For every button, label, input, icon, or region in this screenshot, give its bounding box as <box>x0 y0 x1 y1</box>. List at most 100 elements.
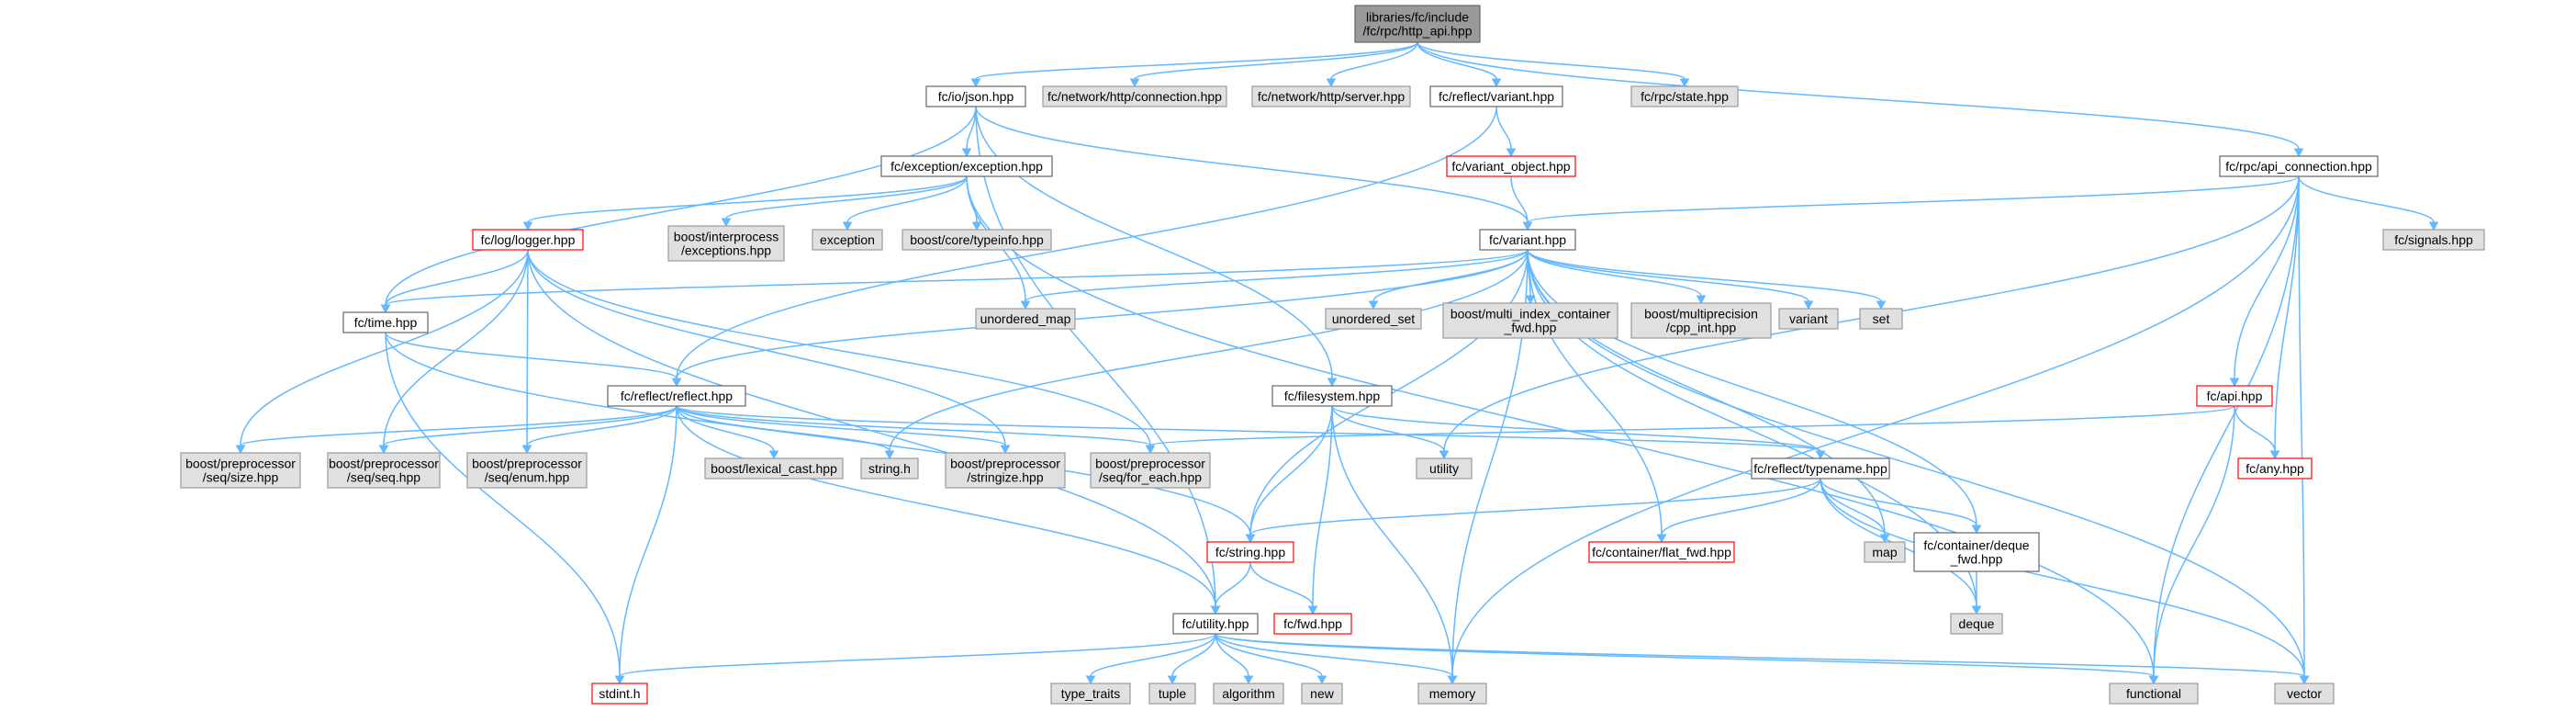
node-box[interactable] <box>2196 385 2273 407</box>
node-type-traits: type_traits <box>1050 683 1131 705</box>
node-label: boost/preprocessor <box>185 457 296 471</box>
edge-time-to-stdint <box>385 332 625 685</box>
node-fc-io-json[interactable]: fc/io/json.hpp <box>925 85 1026 107</box>
node-for-each: boost/preprocessor/seq/for_each.hpp <box>1090 452 1211 489</box>
node-time[interactable]: fc/time.hpp <box>342 311 429 333</box>
node-filesystem[interactable]: fc/filesystem.hpp <box>1271 385 1393 407</box>
edges-layer <box>235 41 2439 685</box>
node-api[interactable]: fc/api.hpp <box>2196 385 2273 407</box>
edge-reflect-to-lexical_cast <box>676 405 779 460</box>
node-reflect[interactable]: fc/reflect/reflect.hpp <box>607 385 746 407</box>
node-logger[interactable]: fc/log/logger.hpp <box>472 229 584 251</box>
arrowhead <box>721 218 732 228</box>
node-label: fc/variant_object.hpp <box>1451 159 1570 174</box>
edge-line <box>1025 249 1529 302</box>
node-label: fc/io/json.hpp <box>938 89 1014 104</box>
node-box[interactable] <box>880 155 1053 177</box>
node-box <box>1630 302 1772 339</box>
node-fwd[interactable]: fc/fwd.hpp <box>1273 613 1352 635</box>
node-label: exception <box>820 232 875 247</box>
node-label: new <box>1310 686 1335 701</box>
node-box[interactable] <box>1913 532 2040 572</box>
node-functional: functional <box>2109 683 2199 705</box>
edge-string-to-fwd <box>1249 561 1318 615</box>
node-box[interactable] <box>1271 385 1393 407</box>
edge-line <box>385 332 678 379</box>
node-box[interactable] <box>1429 85 1563 107</box>
node-box[interactable] <box>1206 541 1294 563</box>
node-box[interactable] <box>591 683 648 705</box>
node-box[interactable] <box>1354 5 1481 43</box>
node-unordered-set: unordered_set <box>1325 308 1422 330</box>
node-deque-fwd[interactable]: fc/container/deque_fwd.hpp <box>1913 532 2040 572</box>
node-refl-variant[interactable]: fc/reflect/variant.hpp <box>1429 85 1563 107</box>
node-net-conn: fc/network/http/connection.hpp <box>1042 85 1227 107</box>
node-label: unordered_map <box>980 311 1071 326</box>
arrowhead <box>1971 605 1982 615</box>
edge-line <box>676 106 1497 379</box>
node-box[interactable] <box>1588 541 1735 563</box>
node-root[interactable]: libraries/fc/include/fc/rpc/http_api.hpp <box>1354 5 1481 43</box>
edge-line <box>676 405 1006 446</box>
edge-logger-to-utility_fc <box>527 249 1221 615</box>
edge-utility_fc-to-algorithm <box>1215 633 1254 685</box>
edge-root-to-refl_variant <box>1417 41 1502 88</box>
node-label: fc/rpc/api_connection.hpp <box>2225 159 2372 174</box>
node-box[interactable] <box>1172 613 1259 635</box>
node-box <box>1325 308 1422 330</box>
edge-line <box>676 405 1821 452</box>
edge-line <box>676 249 1529 379</box>
edge-line <box>1451 175 2300 677</box>
arrowhead <box>671 378 682 388</box>
node-label: stdint.h <box>599 686 640 701</box>
node-label: string.h <box>868 461 911 476</box>
edge-time-to-string <box>385 332 1256 544</box>
edge-variant_hpp-to-multiprecision <box>1527 249 1707 305</box>
node-box[interactable] <box>2237 457 2313 480</box>
node-api-connection[interactable]: fc/rpc/api_connection.hpp <box>2219 155 2379 177</box>
node-box[interactable] <box>2219 155 2379 177</box>
edge-reflect-to-seq_size <box>235 405 678 455</box>
arrowhead <box>961 148 972 158</box>
edge-line <box>1215 633 1249 677</box>
node-box[interactable] <box>925 85 1026 107</box>
edge-line <box>2234 405 2276 452</box>
arrowhead <box>1876 300 1887 310</box>
edge-line <box>1215 561 1251 607</box>
node-exception[interactable]: fc/exception/exception.hpp <box>880 155 1053 177</box>
node-box[interactable] <box>1751 457 1890 480</box>
arrowhead <box>522 221 533 231</box>
arrowhead <box>768 450 779 460</box>
arrowhead <box>1167 675 1178 685</box>
node-utility-fc[interactable]: fc/utility.hpp <box>1172 613 1259 635</box>
node-variant-object[interactable]: fc/variant_object.hpp <box>1446 155 1576 177</box>
node-any[interactable]: fc/any.hpp <box>2237 457 2313 480</box>
node-label: boost/lexical_cast.hpp <box>711 461 837 476</box>
arrowhead <box>1491 78 1502 88</box>
node-box <box>1148 683 1196 705</box>
node-string[interactable]: fc/string.hpp <box>1206 541 1294 563</box>
edge-api-to-for_each <box>1145 405 2235 455</box>
node-flat-fwd[interactable]: fc/container/flat_fwd.hpp <box>1588 541 1735 563</box>
node-box[interactable] <box>607 385 746 407</box>
node-string-h: string.h <box>860 457 919 480</box>
edge-reflect-to-seq_seq <box>378 405 678 455</box>
node-box[interactable] <box>472 229 584 251</box>
node-box <box>180 452 301 489</box>
node-variant-hpp[interactable]: fc/variant.hpp <box>1479 229 1576 251</box>
node-box[interactable] <box>342 311 429 333</box>
edge-line <box>2274 175 2300 452</box>
node-typename[interactable]: fc/reflect/typename.hpp <box>1751 457 1890 480</box>
node-box[interactable] <box>1446 155 1576 177</box>
node-box <box>945 452 1066 489</box>
node-box[interactable] <box>1479 229 1576 251</box>
node-net-server: fc/network/http/server.hpp <box>1251 85 1411 107</box>
node-box[interactable] <box>1273 613 1352 635</box>
node-stdint[interactable]: stdint.h <box>591 683 648 705</box>
node-std-exception: exception <box>812 229 883 251</box>
node-label: boost/preprocessor <box>950 457 1060 471</box>
node-label: fc/string.hpp <box>1215 545 1285 559</box>
edge-api_connection-to-variant_hpp <box>1522 175 2300 231</box>
node-utility-std: utility <box>1416 457 1473 480</box>
